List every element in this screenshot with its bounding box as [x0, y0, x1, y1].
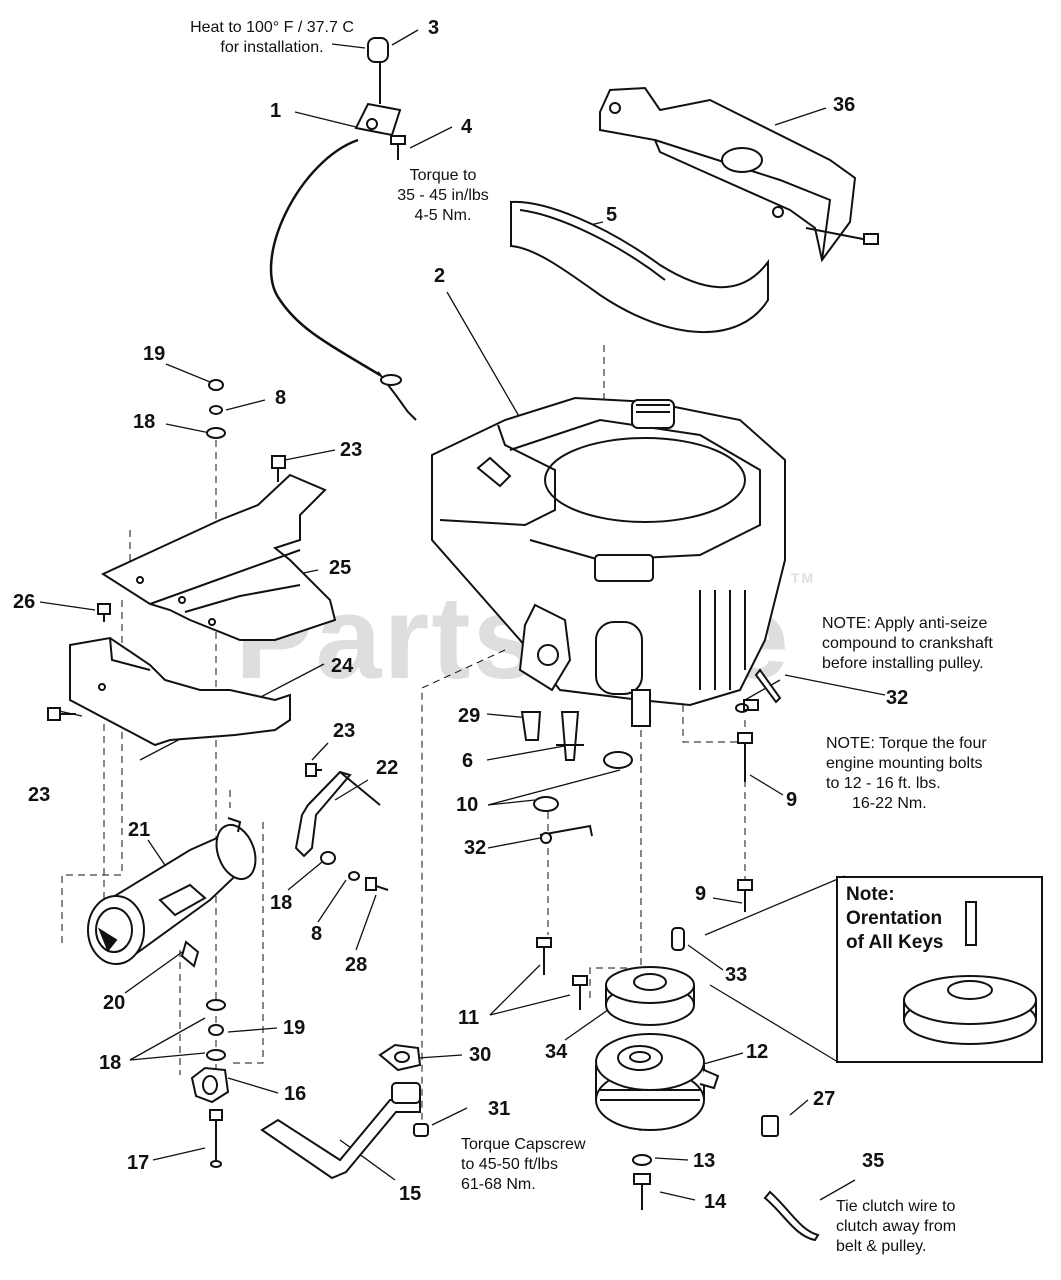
note-heat-install: Heat to 100° F / 37.7 C for installation… [190, 19, 354, 56]
key-33 [671, 927, 685, 951]
hardware-18-8-28 [320, 851, 389, 891]
note-torque-small: Torque to 35 - 45 in/lbs 4-5 Nm. [397, 167, 489, 224]
callout-12: 12 [746, 1041, 769, 1063]
washers-19-8-18-upper [206, 379, 226, 439]
callout-22: 22 [376, 757, 399, 779]
callout-23-middle: 23 [333, 720, 356, 742]
heat-shield-25 [100, 473, 337, 641]
note-keys-orientation: Note: Orentation of All Keys [846, 884, 944, 953]
fittings-29-6-10-32 [520, 711, 633, 844]
callout-9-upper: 9 [786, 789, 798, 811]
bracket-22 [294, 763, 381, 858]
callout-25: 25 [329, 557, 352, 579]
callout-8-upper: 8 [275, 387, 287, 409]
callout-28: 28 [345, 954, 368, 976]
wire-tie-35 [763, 1190, 820, 1242]
keys-note-box [836, 876, 1043, 1063]
callout-31: 31 [488, 1098, 511, 1120]
callout-5: 5 [606, 204, 618, 226]
callout-11: 11 [458, 1007, 480, 1029]
callout-3: 3 [428, 17, 440, 39]
washers-lower-18-19-18 [206, 999, 226, 1061]
muffler-21 [87, 817, 257, 968]
callout-18-lower: 18 [99, 1052, 122, 1074]
callout-24: 24 [331, 655, 354, 677]
callout-8-lower: 8 [311, 923, 323, 945]
callout-32-upper: 32 [886, 687, 909, 709]
callout-35: 35 [862, 1150, 885, 1172]
bolts-11 [536, 937, 588, 1010]
bolt-17 [209, 1109, 223, 1168]
leader-lines [39, 29, 886, 1201]
callout-18-middle: 18 [270, 892, 293, 914]
callout-27: 27 [813, 1088, 836, 1110]
gasket-30 [378, 1043, 422, 1072]
callout-19-lower: 19 [283, 1017, 306, 1039]
key-rod-32-upper [735, 668, 782, 713]
callout-4: 4 [461, 116, 473, 138]
note-tie-clutch-wire: Tie clutch wire to clutch away from belt… [836, 1198, 957, 1255]
throttle-control-assembly [269, 37, 417, 421]
callout-20: 20 [103, 992, 126, 1014]
callout-17: 17 [127, 1152, 150, 1174]
callout-14: 14 [704, 1191, 727, 1213]
note-anti-seize: NOTE: Apply anti-seize compound to crank… [822, 615, 993, 672]
clutch-12 [595, 1033, 720, 1131]
capscrew-13-14 [632, 1154, 652, 1210]
callout-18-upper: 18 [133, 411, 156, 433]
callout-36: 36 [833, 94, 856, 116]
bolt-9-lower [737, 879, 753, 912]
callout-34: 34 [545, 1041, 568, 1063]
engine-bracket-36 [599, 86, 879, 263]
callout-30: 30 [469, 1044, 492, 1066]
bolt-9-upper [737, 732, 753, 782]
flange-16 [190, 1066, 230, 1104]
note-capscrew-torque: Torque Capscrew to 45-50 ft/lbs 61-68 Nm… [461, 1136, 586, 1193]
callout-10: 10 [456, 794, 479, 816]
bolt-23-top [271, 455, 286, 482]
callout-15: 15 [399, 1183, 422, 1205]
callout-33: 33 [725, 964, 748, 986]
callout-23-top: 23 [340, 439, 363, 461]
exhaust-pipe-15 [260, 1082, 421, 1180]
callout-29: 29 [458, 705, 481, 727]
callout-26: 26 [13, 591, 36, 613]
bolt-23-left [47, 707, 76, 721]
clip-27 [761, 1115, 779, 1137]
callout-19-upper: 19 [143, 343, 166, 365]
callout-16: 16 [284, 1083, 307, 1105]
pulley-34 [605, 966, 695, 1026]
callout-9-lower: 9 [695, 883, 707, 905]
callout-32-lower: 32 [464, 837, 487, 859]
note-mount-bolts: NOTE: Torque the four engine mounting bo… [826, 735, 987, 812]
nut-31 [413, 1123, 429, 1137]
callout-23-left: 23 [28, 784, 51, 806]
shroud-guard-5 [510, 200, 769, 334]
muffler-shield-24 [69, 603, 291, 747]
callout-1: 1 [270, 100, 282, 122]
callout-2: 2 [434, 265, 446, 287]
callout-21: 21 [128, 819, 151, 841]
callout-6: 6 [462, 750, 474, 772]
callout-13: 13 [693, 1150, 716, 1172]
engine-2 [431, 396, 786, 727]
